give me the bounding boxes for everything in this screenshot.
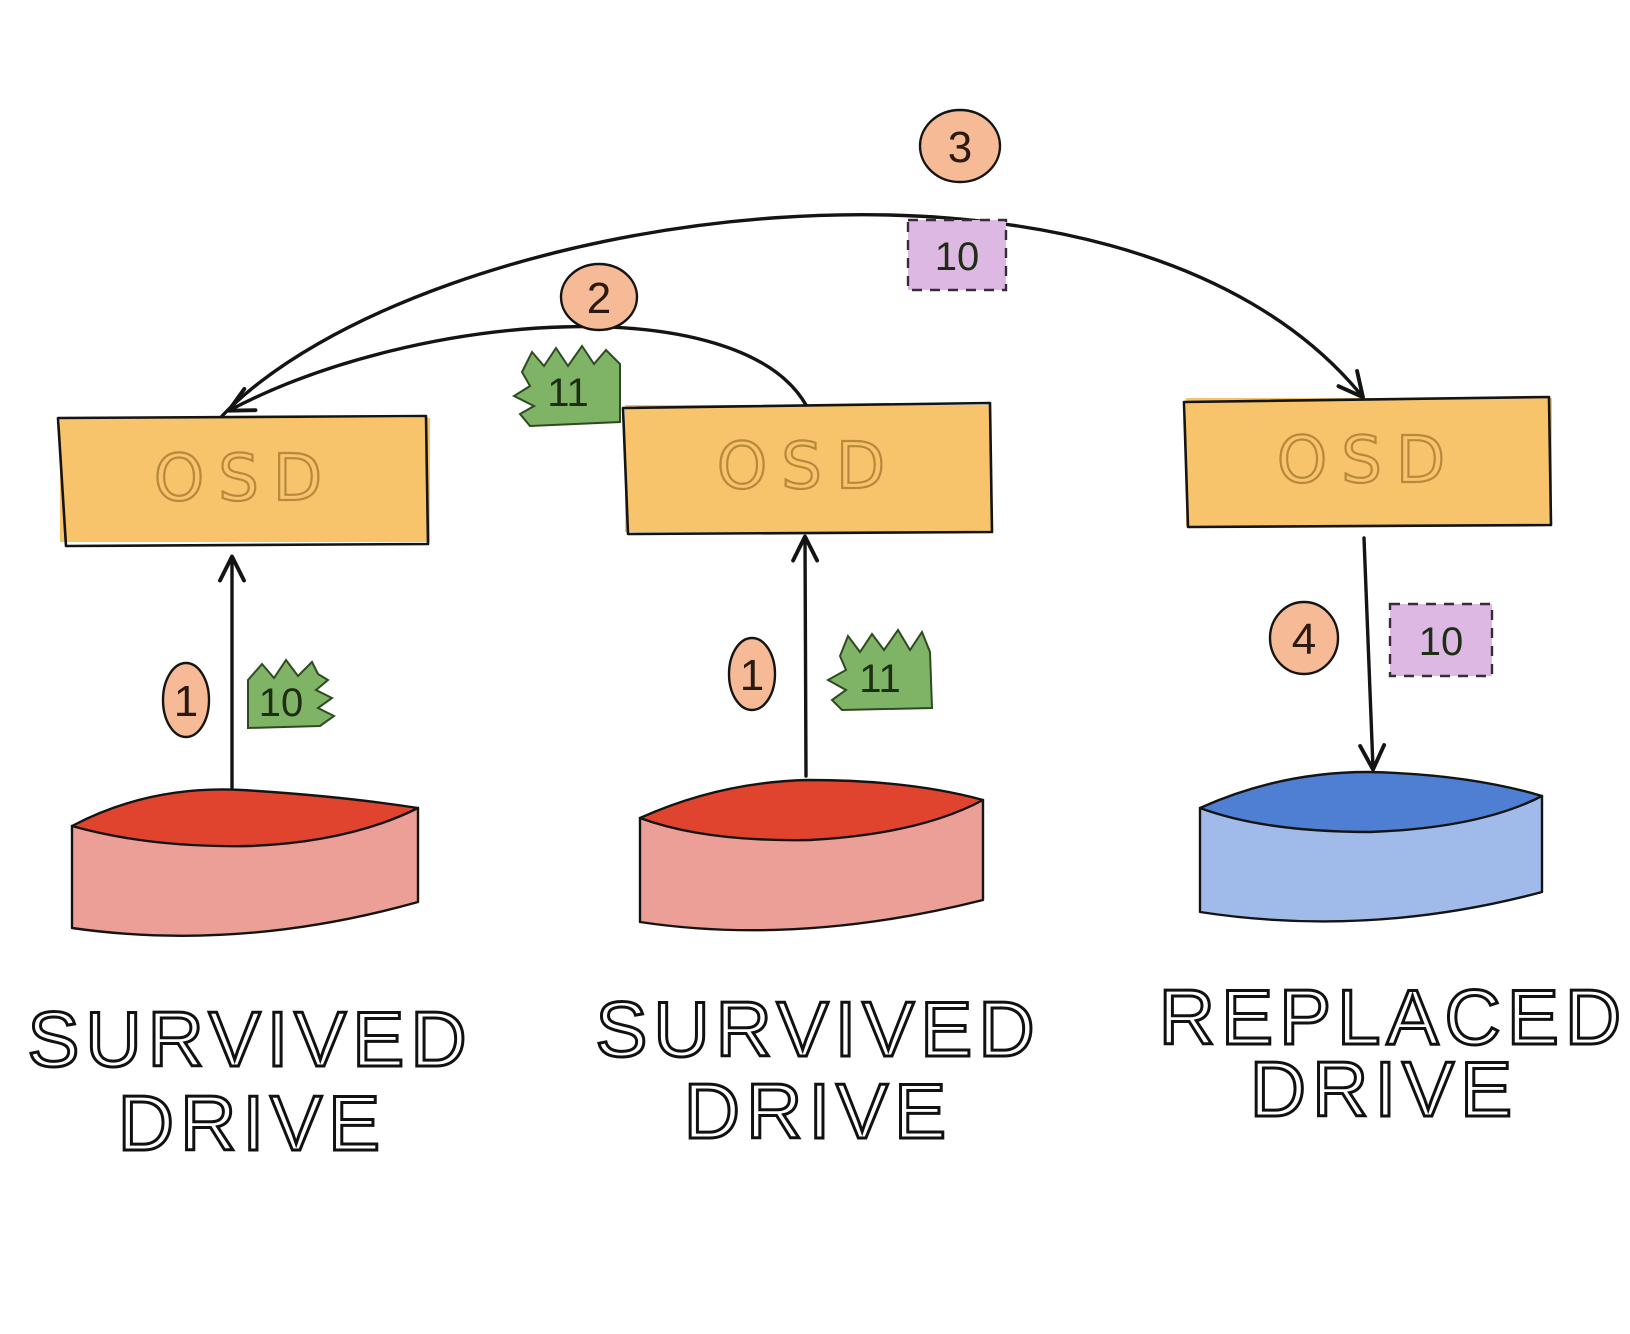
chunk-11-read: 11 [825, 628, 934, 712]
chunk-10-transfer: 10 [906, 218, 1008, 292]
arrow-osd3-to-drive3 [1358, 536, 1387, 772]
svg-text:1: 1 [740, 651, 764, 700]
caption-2-line2: DRIVE [684, 1067, 952, 1155]
caption-1-line1: SURVIVED [27, 995, 472, 1083]
osd-box-2: OSD [621, 401, 994, 536]
svg-text:3: 3 [948, 123, 972, 172]
drive-3-top [1200, 772, 1542, 832]
step-badge-1a: 1 [161, 661, 211, 739]
step-badge-3: 3 [918, 108, 1002, 184]
caption-2-line1: SURVIVED [595, 985, 1040, 1073]
svg-text:4: 4 [1292, 615, 1316, 664]
osd-box-3: OSD [1182, 395, 1553, 529]
osd-box-1: OSD [56, 414, 430, 548]
svg-text:11: 11 [547, 371, 589, 415]
osd-label-1: OSD [154, 442, 336, 516]
chunk-10-read: 10 [247, 658, 336, 730]
caption-3-line2: DRIVE [1250, 1045, 1518, 1133]
drive-2-top [640, 780, 983, 841]
drive-2 [638, 778, 985, 932]
drive-3-replaced [1198, 770, 1544, 923]
step-badge-4: 4 [1268, 600, 1340, 676]
drive-1 [70, 788, 420, 937]
osd-label-3: OSD [1277, 424, 1459, 498]
caption-3-line1: REPLACED [1159, 973, 1627, 1061]
svg-text:10: 10 [1419, 620, 1464, 664]
arrow-osd2-to-osd1 [226, 324, 808, 413]
svg-text:10: 10 [259, 681, 304, 725]
svg-text:10: 10 [935, 235, 980, 279]
osd-label-2: OSD [717, 430, 899, 504]
chunk-10-write: 10 [1388, 602, 1494, 678]
svg-text:2: 2 [587, 274, 611, 323]
drive-1-top [72, 789, 418, 847]
svg-text:1: 1 [174, 677, 198, 726]
arrow-osd1-to-osd3 [220, 213, 1365, 418]
step-badge-1b: 1 [727, 636, 777, 712]
arrow-drive2-to-osd2 [791, 534, 820, 778]
chunk-11-transfer: 11 [511, 344, 621, 428]
svg-text:11: 11 [859, 657, 901, 701]
step-badge-2: 2 [559, 262, 639, 332]
caption-1-line2: DRIVE [118, 1079, 386, 1167]
